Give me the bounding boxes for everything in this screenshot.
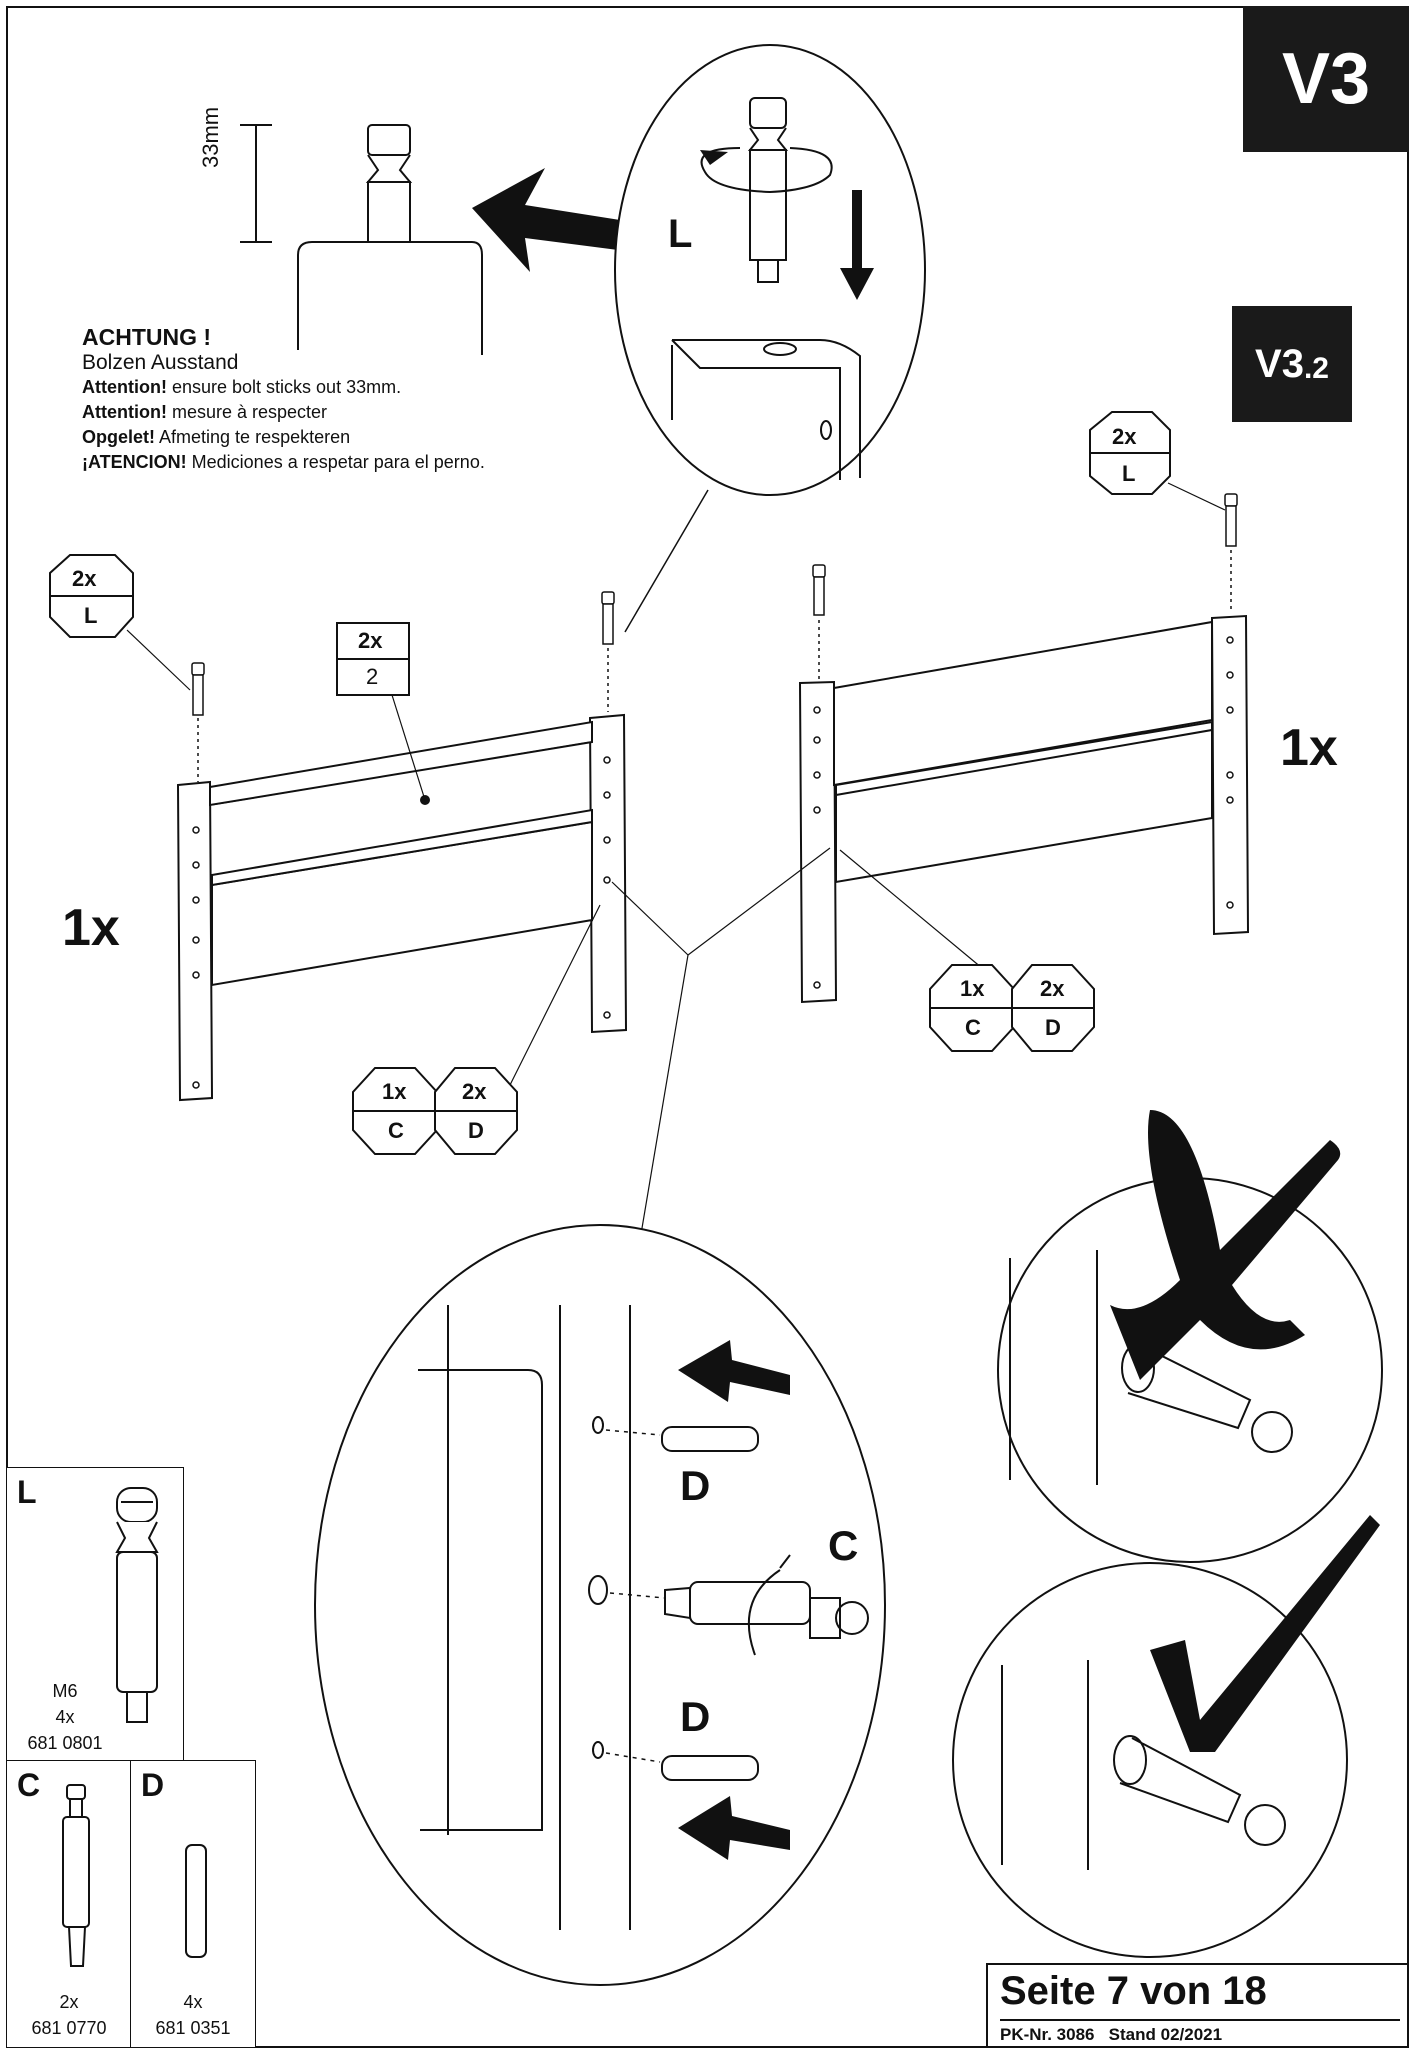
part-box-l: L M6 4x 681 0801 [6,1467,184,1762]
stand-date: Stand 02/2021 [1108,2025,1223,2044]
dimension-label: 33mm [198,106,223,168]
part-d-icon [185,1844,207,1958]
warning-de: Bolzen Ausstand [82,351,239,374]
pk-number: PK-Nr. 3086 [1000,2025,1095,2044]
footer-meta: PK-Nr. 3086 Stand 02/2021 [1000,2019,1400,2045]
detail-d-top-label: D [680,1462,711,1509]
left-frame-quantity: 1x [62,899,120,957]
callout-right-d-qty: 2x [1040,976,1065,1001]
warning-es: ¡ATENCION! Mediciones a respetar para el… [82,452,485,472]
part-l-icon [115,1487,159,1723]
warning-title: ACHTUNG ! [82,324,212,350]
bolt-letter-label: L [668,212,693,256]
page-footer: Seite 7 von 18 PK-Nr. 3086 Stand 02/2021 [986,1963,1409,2048]
part-l-code: L [17,1474,37,1510]
callout-left-d-qty: 2x [462,1079,487,1104]
detail-d-bottom-label: D [680,1693,711,1740]
part-l-size: M6 [52,1681,78,1701]
part-box-d: D 4x 681 0351 [130,1760,256,2048]
part-d-number: 681 0351 [155,2018,231,2038]
part-c-code: C [17,1767,41,1803]
warning-nl: Opgelet! Afmeting te respekteren [82,427,351,447]
page-frame [6,6,1409,2048]
part-l-number: 681 0801 [27,1733,103,1753]
callout-left-c-code: C [388,1118,404,1143]
part-c-qty: 2x [59,1992,79,2012]
callout-panel-code: 2 [366,664,379,689]
callout-right-bolt-code: L [1122,461,1136,486]
step-badge-sub: V3.2 [1232,306,1352,422]
callout-left-c-qty: 1x [382,1079,407,1104]
callout-left-bolt-code: L [84,603,98,628]
warning-fr: Attention! mesure à respecter [82,402,328,422]
part-l-qty: 4x [55,1707,75,1727]
warning-text: ACHTUNG ! Bolzen Ausstand Attention! ens… [82,325,485,475]
callout-right-bolt-qty: 2x [1112,424,1137,449]
part-c-icon [62,1784,90,1967]
step-sub-label: V3 [1255,341,1304,386]
step-sub-index: .2 [1303,352,1329,385]
part-d-code: D [141,1767,165,1803]
callout-left-d-code: D [468,1118,484,1143]
callout-right-c-code: C [965,1015,981,1040]
page-number: Seite 7 von 18 [1000,1969,1267,2013]
callout-right-c-qty: 1x [960,976,985,1001]
part-d-qty: 4x [183,1992,203,2012]
callout-right-d-code: D [1045,1015,1061,1040]
part-box-c: C 2x 681 0770 [6,1760,132,2048]
warning-en: Attention! ensure bolt sticks out 33mm. [82,377,402,397]
step-main-label: V3 [1281,39,1371,119]
part-c-number: 681 0770 [31,2018,107,2038]
callout-panel-qty: 2x [358,628,383,653]
detail-c-label: C [828,1522,859,1569]
callout-left-bolt-qty: 2x [72,566,97,591]
step-badge-main: V3 [1243,6,1409,152]
right-frame-quantity: 1x [1280,719,1338,777]
